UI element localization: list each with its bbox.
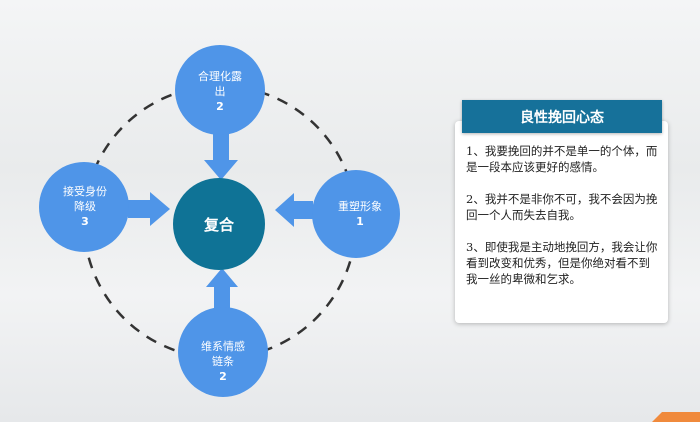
node-right-line1: 重塑形象 [338, 199, 382, 213]
node-bottom [178, 307, 268, 397]
panel-title: 良性挽回心态 [462, 100, 662, 133]
node-bottom-line2: 链条 [212, 354, 234, 368]
node-top-line2: 出 [215, 84, 226, 98]
node-left [39, 162, 129, 252]
node-top-line1: 合理化露 [198, 69, 242, 83]
arrow-bottom [206, 268, 238, 312]
arrow-right [275, 193, 313, 227]
corner-decoration [652, 412, 700, 422]
node-top [175, 45, 265, 135]
node-center [173, 178, 265, 270]
center-label: 复合 [203, 216, 235, 234]
node-right-number: 1 [356, 215, 364, 228]
node-left-line2: 降级 [74, 199, 96, 213]
mindset-panel [455, 121, 668, 323]
panel-body: 1、我要挽回的并不是单一的个体，而是一段本应该更好的感情。 2、我并不是非你不可… [466, 143, 660, 303]
panel-item: 1、我要挽回的并不是单一的个体，而是一段本应该更好的感情。 [466, 144, 658, 174]
node-bottom-number: 2 [219, 370, 227, 383]
node-bottom-line1: 维系情感 [201, 340, 245, 353]
arrow-top [204, 132, 238, 180]
panel-item: 2、我并不是非你不可，我不会因为挽回一个人而失去自我。 [466, 192, 658, 222]
node-left-number: 3 [81, 215, 89, 228]
panel-item: 3、即使我是主动地挽回方，我会让你看到改变和优秀，但是你绝对看不到我一丝的卑微和… [466, 240, 658, 286]
node-top-number: 2 [216, 100, 224, 113]
node-right [312, 170, 400, 258]
arrow-left [128, 192, 170, 226]
node-left-line1: 接受身份 [63, 184, 107, 198]
